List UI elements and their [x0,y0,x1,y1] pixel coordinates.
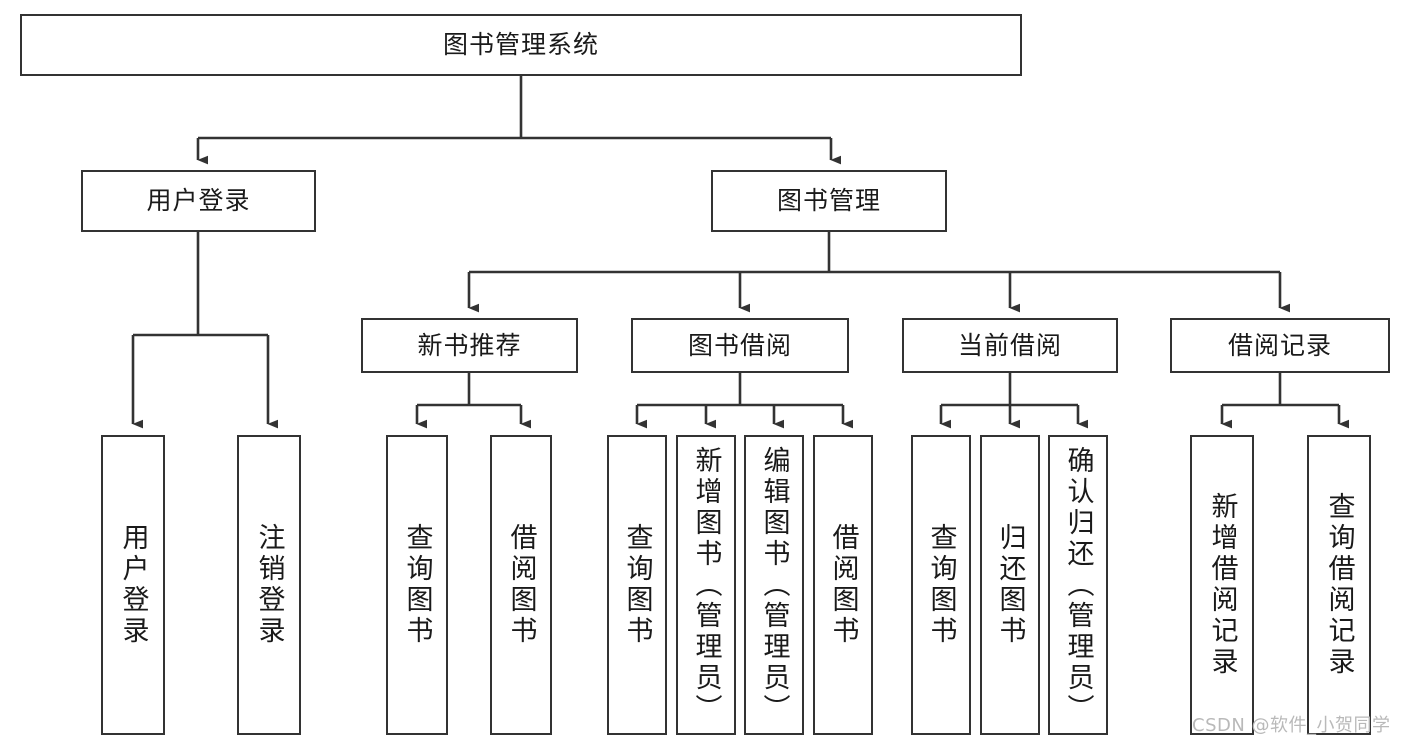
leaf-query-book-current[interactable]: 查询图书 [911,435,971,735]
leaf-query-book-recommend[interactable]: 查询图书 [386,435,448,735]
csdn-watermark: CSDN @软件_小贺同学 [1192,715,1391,736]
node-user-login[interactable]: 用户登录 [81,170,316,232]
node-label: 用户登录 [117,523,149,647]
node-book-management[interactable]: 图书管理 [711,170,947,232]
node-label: 查询图书 [925,523,957,647]
node-label: 图书管理 [776,186,881,215]
node-book-management-system[interactable]: 图书管理系统 [20,14,1022,76]
leaf-edit-book[interactable]: 编辑图书（管理员） [744,435,804,735]
node-label: 编辑图书（管理员） [758,446,790,725]
node-label: 用户登录 [146,186,251,215]
leaf-add-book[interactable]: 新增图书（管理员） [676,435,736,735]
node-label: 借阅图书 [827,523,859,647]
leaf-borrow-book[interactable]: 借阅图书 [813,435,873,735]
node-label: 确认归还（管理员） [1062,446,1094,725]
node-label: 查询图书 [401,523,433,647]
node-label: 归还图书 [994,523,1026,647]
node-current-borrow[interactable]: 当前借阅 [902,318,1118,373]
node-label: 图书借阅 [687,330,792,360]
leaf-query-borrow-record[interactable]: 查询借阅记录 [1307,435,1371,735]
node-label: 借阅图书 [505,523,537,647]
node-label: 查询图书 [621,523,653,647]
node-label: 注销登录 [253,523,285,647]
node-new-book-recommend[interactable]: 新书推荐 [361,318,578,373]
leaf-user-login[interactable]: 用户登录 [101,435,165,735]
node-label: 图书管理系统 [442,30,599,59]
leaf-logout-login[interactable]: 注销登录 [237,435,301,735]
node-label: 借阅记录 [1227,330,1332,360]
leaf-query-book-borrow[interactable]: 查询图书 [607,435,667,735]
leaf-confirm-return[interactable]: 确认归还（管理员） [1048,435,1108,735]
leaf-borrow-book-recommend[interactable]: 借阅图书 [490,435,552,735]
node-label: 新书推荐 [417,330,522,360]
node-label: 当前借阅 [957,330,1062,360]
node-borrow-record[interactable]: 借阅记录 [1170,318,1390,373]
node-label: 新增借阅记录 [1206,492,1238,678]
node-book-borrow[interactable]: 图书借阅 [631,318,849,373]
node-label: 新增图书（管理员） [690,446,722,725]
leaf-return-book[interactable]: 归还图书 [980,435,1040,735]
node-label: 查询借阅记录 [1323,492,1355,678]
leaf-add-borrow-record[interactable]: 新增借阅记录 [1190,435,1254,735]
